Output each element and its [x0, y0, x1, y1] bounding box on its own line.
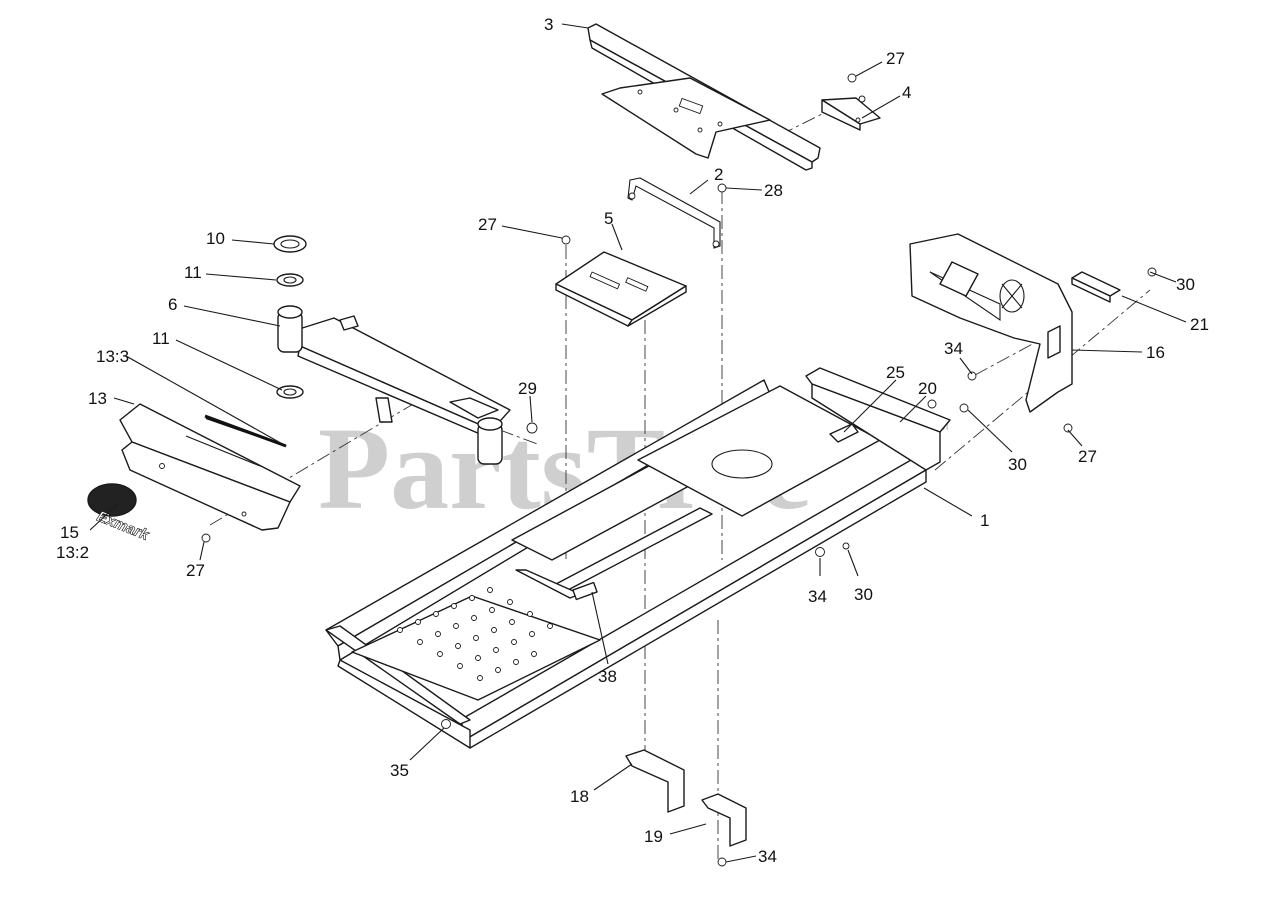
part-5-plate: [555, 251, 687, 327]
part-13-3-decal-line: [204, 414, 287, 448]
callout-13-2: 13:2: [56, 543, 89, 562]
callout-34-b: 34: [808, 587, 827, 606]
callout-30-a: 30: [1176, 275, 1195, 294]
callout-20: 20: [918, 379, 937, 398]
callout-27-c: 27: [186, 561, 205, 580]
callout-4: 4: [902, 83, 911, 102]
callout-28: 28: [764, 181, 783, 200]
part-11-bearing-bottom: [276, 385, 304, 399]
callout-6: 6: [168, 295, 177, 314]
part-6-front-axle: [277, 305, 511, 465]
part-18-bracket: [625, 749, 685, 813]
callout-labels: 3 27 4 2 28 27 5 10 11 6 11 13:3 13 29 1…: [56, 15, 1209, 866]
part-27-bolt-b: [561, 235, 571, 245]
callout-27-b: 27: [478, 215, 497, 234]
part-13-front-cover: [119, 403, 301, 531]
callout-13: 13: [88, 389, 107, 408]
callout-18: 18: [570, 787, 589, 806]
leader-lines: [89, 23, 1187, 863]
callout-11-b: 11: [152, 329, 170, 348]
part-29-bolt: [526, 422, 538, 434]
callout-5: 5: [604, 209, 613, 228]
callout-1: 1: [980, 511, 989, 530]
part-21-bracket: [1071, 271, 1121, 303]
callout-25: 25: [886, 363, 905, 382]
part-10-seal: [273, 235, 307, 253]
part-15-logo: Exmark: [87, 483, 152, 545]
part-16-rear-guard: [909, 233, 1073, 413]
part-25-plate: [829, 423, 859, 443]
callout-21: 21: [1190, 315, 1209, 334]
callout-27-a: 27: [886, 49, 905, 68]
part-1-main-frame: [325, 367, 951, 749]
callout-15: 15: [60, 523, 79, 542]
callout-29: 29: [518, 379, 537, 398]
part-11-bearing-top: [276, 273, 304, 287]
callout-13-3: 13:3: [96, 347, 129, 366]
callout-30-c: 30: [854, 585, 873, 604]
callout-34-c: 34: [758, 847, 777, 866]
hardware: [441, 267, 1157, 867]
part-27-bolt: [847, 73, 857, 83]
callout-35: 35: [390, 761, 409, 780]
part-4-bracket: [821, 95, 881, 131]
part-28-bolt: [717, 183, 727, 193]
part-2-bracket: [627, 177, 721, 249]
floor-plate-holes: [397, 587, 553, 681]
part-3-top-crossbar: [587, 23, 821, 171]
callout-11-a: 11: [184, 263, 202, 282]
callout-16: 16: [1146, 343, 1165, 362]
part-19-bracket: [701, 793, 747, 847]
callout-10: 10: [206, 229, 225, 248]
callout-34-a: 34: [944, 339, 963, 358]
part-27-screw: [201, 533, 211, 543]
callout-19: 19: [644, 827, 663, 846]
callout-30-b: 30: [1008, 455, 1027, 474]
callout-38: 38: [598, 667, 617, 686]
callout-3: 3: [544, 15, 553, 34]
callout-27-d: 27: [1078, 447, 1097, 466]
callout-2: 2: [714, 165, 723, 184]
